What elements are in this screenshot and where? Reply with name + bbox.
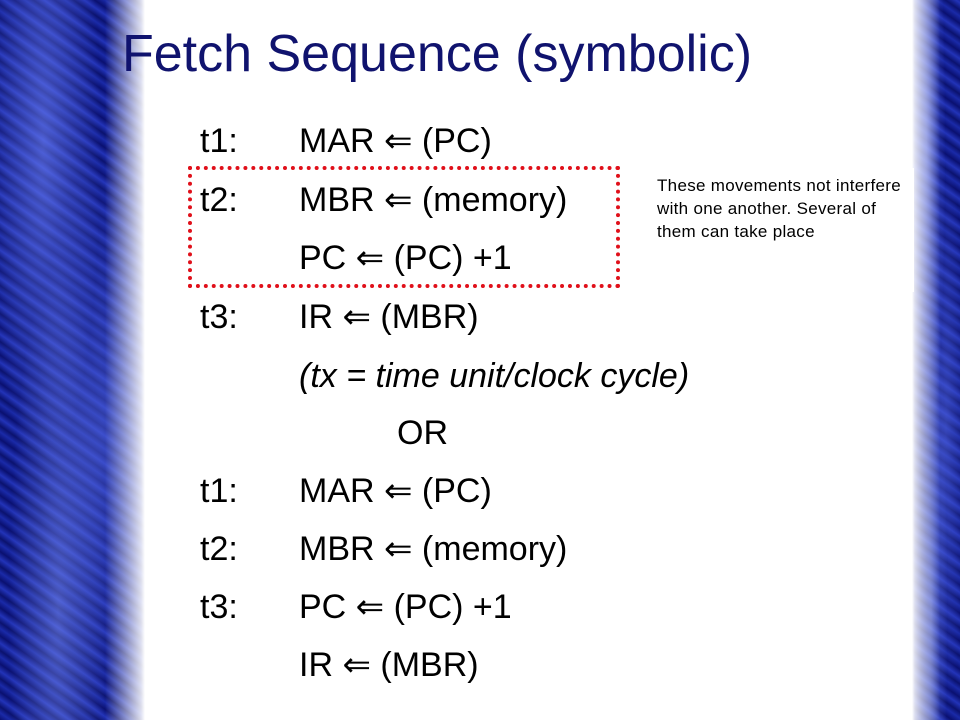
left-decorative-panel <box>0 0 145 720</box>
time-step-label: t2: <box>200 181 238 219</box>
transfer-expression: MBR ⇐ (memory) <box>299 181 568 219</box>
transfer-expression: PC ⇐ (PC) +1 <box>299 588 512 626</box>
right-decorative-panel <box>912 0 960 720</box>
transfer-expression: MAR ⇐ (PC) <box>299 472 492 510</box>
time-step-label: t3: <box>200 298 238 336</box>
parallel-steps-highlight-box <box>188 166 620 288</box>
time-step-label: t2: <box>200 530 238 568</box>
time-step-label: t1: <box>200 122 238 160</box>
time-step-label: t1: <box>200 472 238 510</box>
time-unit-note: (tx = time unit/clock cycle) <box>299 357 690 395</box>
transfer-expression: PC ⇐ (PC) +1 <box>299 239 512 277</box>
transfer-expression: IR ⇐ (MBR) <box>299 298 479 336</box>
transfer-expression: MAR ⇐ (PC) <box>299 122 492 160</box>
time-step-label: t3: <box>200 588 238 626</box>
or-separator: OR <box>397 414 448 452</box>
transfer-expression: IR ⇐ (MBR) <box>299 646 479 684</box>
transfer-expression: MBR ⇐ (memory) <box>299 530 568 568</box>
callout-note: These movements not interfere with one a… <box>651 168 914 292</box>
slide-title: Fetch Sequence (symbolic) <box>122 25 753 83</box>
